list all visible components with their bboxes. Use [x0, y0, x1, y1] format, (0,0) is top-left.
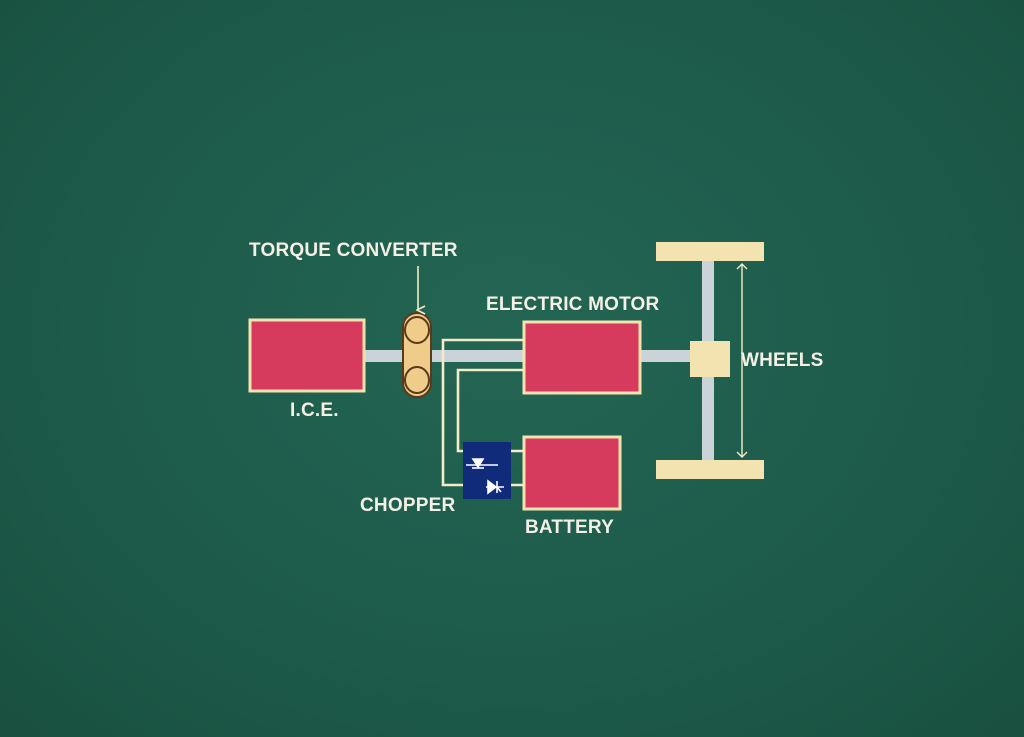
ice-label: I.C.E.	[290, 400, 339, 421]
electric-motor-label: ELECTRIC MOTOR	[486, 294, 660, 315]
wheel-top	[656, 242, 764, 261]
battery-label: BATTERY	[525, 517, 615, 538]
torque-converter-label: TORQUE CONVERTER	[249, 240, 458, 261]
shaft-motor-to-differential	[640, 350, 692, 362]
ice-block	[248, 318, 366, 393]
shaft-ice-to-converter	[364, 350, 408, 362]
wheel-bottom	[656, 460, 764, 479]
electric-motor-block	[522, 320, 642, 395]
chopper-unit	[463, 442, 511, 499]
chopper-label: CHOPPER	[360, 495, 456, 516]
differential-block	[690, 341, 730, 377]
torque-converter-icon	[402, 312, 432, 398]
wheels-label: WHEELS	[741, 350, 824, 371]
battery-block	[522, 435, 622, 511]
shaft-converter-to-motor	[428, 350, 526, 362]
